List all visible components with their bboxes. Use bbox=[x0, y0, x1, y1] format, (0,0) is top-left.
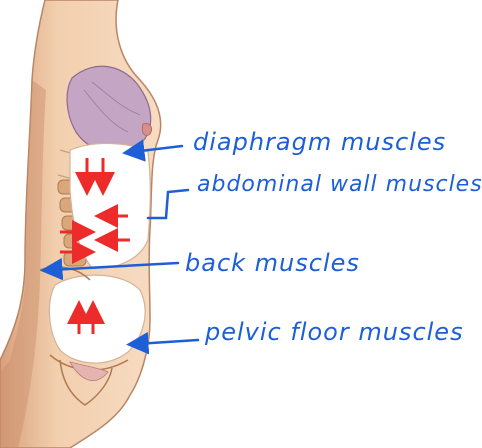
label-back-muscles: back muscles bbox=[185, 249, 360, 277]
pelvic-cavity bbox=[49, 275, 145, 363]
label-abdominal-wall-muscles: abdominal wall muscles bbox=[197, 172, 482, 197]
abdominal-cavity-upper bbox=[70, 143, 150, 268]
label-diaphragm-muscles: diaphragm muscles bbox=[193, 128, 446, 156]
nipple bbox=[142, 124, 151, 136]
label-pelvic-floor-muscles: pelvic floor muscles bbox=[205, 318, 464, 346]
